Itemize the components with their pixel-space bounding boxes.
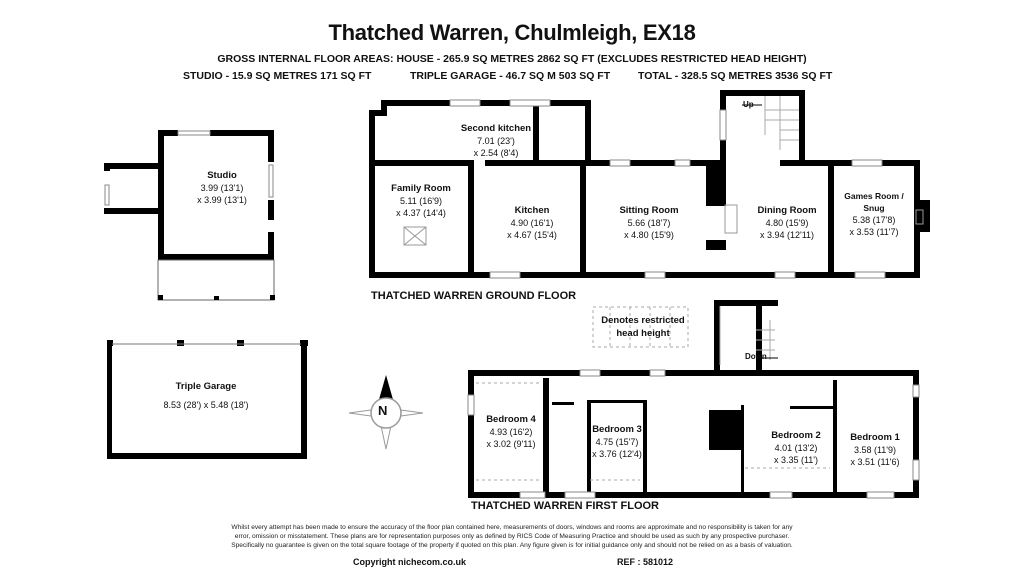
room-dim: 3.58 (11'9) (853, 445, 897, 455)
studio-area-text: STUDIO - 15.9 SQ METRES 171 SQ FT (183, 70, 372, 82)
restricted-head-height-marks (476, 306, 830, 481)
room-name: Studio (207, 170, 237, 181)
room-dim: 4.01 (13'2) (774, 443, 818, 453)
compass-rose (348, 375, 424, 450)
room-dim: 4.75 (15'7) (595, 437, 639, 447)
room-name: Family Room (391, 183, 451, 194)
room-bedroom-4: Bedroom 4 4.93 (16'2) x 3.02 (9'11) (486, 414, 536, 450)
room-dim: 5.66 (18'7) (627, 218, 671, 228)
room-games-room-snug: Games Room / Snug 5.38 (17'8) x 3.53 (11… (844, 190, 904, 238)
room-bedroom-1: Bedroom 1 3.58 (11'9) x 3.51 (11'6) (850, 432, 900, 468)
room-dim: 5.11 (16'9) (399, 196, 443, 206)
first-floor-label: THATCHED WARREN FIRST FLOOR (471, 500, 660, 512)
room-dining-room: Dining Room 4.80 (15'9) x 3.94 (12'11) (757, 205, 816, 241)
ground-floor-label: THATCHED WARREN GROUND FLOOR (371, 290, 577, 302)
restricted-height-legend: Denotes restricted head height (593, 314, 693, 340)
room-name: Triple Garage (175, 381, 237, 392)
room-dim: 3.99 (13'1) (200, 183, 244, 193)
room-kitchen: Kitchen 4.90 (16'1) x 4.67 (15'4) (507, 205, 557, 241)
room-dim: x 3.99 (13'1) (197, 195, 247, 205)
disclaimer-line-1: Whilst every attempt has been made to en… (231, 524, 793, 531)
legend-line-2: head height (616, 328, 670, 339)
room-dim: x 3.35 (11') (773, 455, 819, 465)
room-name: Games Room / (844, 191, 904, 201)
legend-line-1: Denotes restricted (601, 315, 685, 326)
room-dim: x 3.02 (9'11) (486, 439, 536, 449)
room-dim: 8.53 (28') x 5.48 (18') (163, 400, 249, 410)
room-dim: 5.38 (17'8) (852, 215, 896, 225)
room-dim: x 3.53 (11'7) (849, 227, 899, 237)
room-dim: x 3.76 (12'4) (592, 449, 642, 459)
stairs-down-label: Down (745, 352, 767, 361)
reference-number: REF : 581012 (617, 557, 674, 567)
room-name: Bedroom 2 (771, 430, 821, 441)
stairs-up-label: Up (743, 100, 754, 109)
room-dim: x 3.51 (11'6) (850, 457, 900, 467)
ground-floor-walls (369, 90, 930, 278)
room-studio: Studio 3.99 (13'1) x 3.99 (13'1) (197, 170, 247, 206)
room-dim: 4.80 (15'9) (765, 218, 809, 228)
room-dim: x 4.67 (15'4) (507, 230, 557, 240)
plan-title: Thatched Warren, Chulmleigh, EX18 (328, 20, 696, 45)
room-dim: x 4.37 (14'4) (396, 208, 446, 218)
studio-walls (104, 130, 274, 260)
room-name: Bedroom 4 (486, 414, 536, 425)
room-name: Dining Room (757, 205, 817, 216)
garage-area-text: TRIPLE GARAGE - 46.7 SQ M 503 SQ FT (410, 70, 611, 82)
room-name: Kitchen (514, 205, 550, 216)
copyright-text: Copyright nichecom.co.uk (353, 557, 467, 567)
room-name: Bedroom 3 (592, 424, 642, 435)
room-triple-garage: Triple Garage 8.53 (28') x 5.48 (18') (164, 381, 249, 411)
room-dim: x 4.80 (15'9) (624, 230, 674, 240)
room-name: Bedroom 1 (850, 432, 900, 443)
room-bedroom-3: Bedroom 3 4.75 (15'7) x 3.76 (12'4) (592, 424, 642, 460)
room-dim: 7.01 (23') (477, 136, 515, 146)
room-family-room: Family Room 5.11 (16'9) x 4.37 (14'4) (391, 183, 451, 219)
room-dim: 4.90 (16'1) (510, 218, 554, 228)
room-name-line2: Snug (863, 203, 885, 213)
room-second-kitchen: Second kitchen 7.01 (23') x 2.54 (8'4) (461, 123, 531, 159)
room-name: Sitting Room (619, 205, 679, 216)
room-sitting-room: Sitting Room 5.66 (18'7) x 4.80 (15'9) (619, 205, 678, 241)
first-floor-walls (468, 300, 919, 498)
room-dim: x 3.94 (12'11) (759, 230, 815, 240)
disclaimer: Whilst every attempt has been made to en… (0, 523, 1024, 550)
room-bedroom-2: Bedroom 2 4.01 (13'2) x 3.35 (11') (771, 430, 821, 466)
room-dim: x 2.54 (8'4) (473, 148, 519, 158)
gross-areas-text: GROSS INTERNAL FLOOR AREAS: HOUSE - 265.… (217, 53, 807, 65)
garage-walls (107, 340, 308, 459)
total-area-text: TOTAL - 328.5 SQ METRES 3536 SQ FT (638, 70, 833, 82)
compass-north-label: N (378, 403, 388, 418)
room-name: Second kitchen (460, 123, 532, 134)
room-dim: 4.93 (16'2) (489, 427, 533, 437)
disclaimer-line-2: error, omission or misstatement. These p… (234, 533, 790, 540)
disclaimer-line-3: Specifically no guarantee is given on th… (231, 542, 793, 549)
